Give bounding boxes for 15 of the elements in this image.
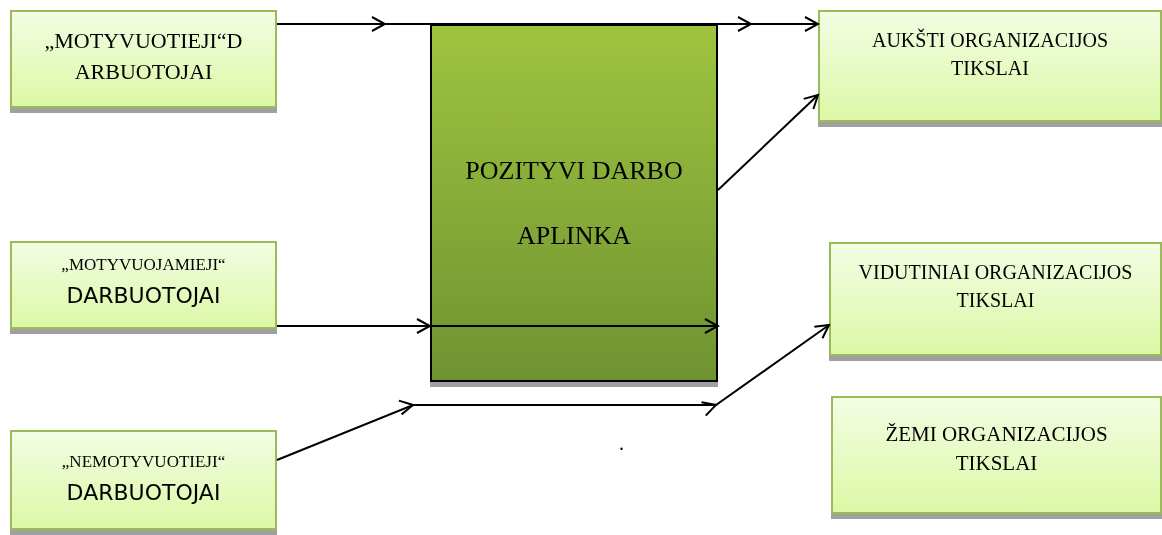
arrow (276, 318, 431, 334)
arrow (430, 318, 720, 334)
node-text: AUKŠTI ORGANIZACIJOS TIKSLAI (870, 27, 1110, 81)
node-text: DARBUOTOJAI (66, 281, 221, 310)
dot-mark: . (619, 432, 624, 455)
node-text: „MOTYVUOJAMIEJI“ (61, 254, 226, 276)
arrow (276, 16, 820, 32)
node-text: „MOTYVUOTIEJI“D ARBUOTOJAI (43, 27, 244, 86)
node-text: VIDUTINIAI ORGANIZACIJOS TIKSLAI (857, 260, 1134, 313)
node-text: POZITYVI DARBO APLINKA (464, 155, 684, 252)
node-text: „NEMOTYVUOTIEJI“ (61, 451, 226, 473)
node-text: ŽEMI ORGANIZACIJOS TIKSLAI (884, 421, 1109, 478)
arrow (717, 93, 820, 191)
node-text: DARBUOTOJAI (66, 478, 221, 507)
arrow (276, 323, 831, 461)
